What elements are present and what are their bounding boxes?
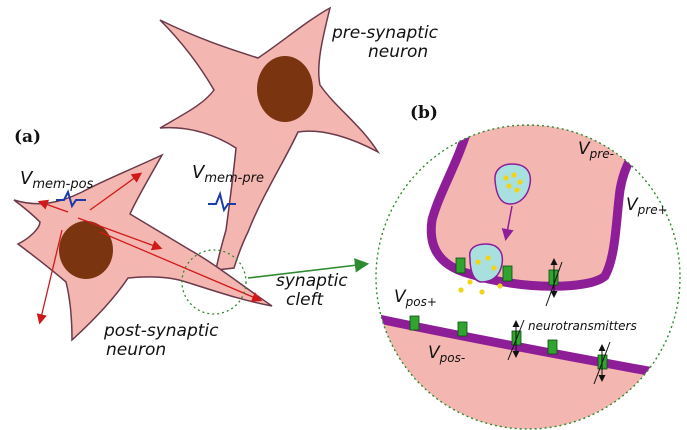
post-synaptic-channel <box>410 316 419 330</box>
pre-synaptic-channel <box>456 258 465 273</box>
post-synaptic-label: post-synaptic neuron <box>103 321 224 360</box>
pre-synaptic-cell-body <box>160 8 378 270</box>
neurotransmitters-label: neurotransmitters <box>528 319 637 333</box>
pre-synaptic-channel <box>503 266 512 281</box>
post-synaptic-nucleus <box>59 221 113 279</box>
pre-synaptic-neuron <box>160 8 378 270</box>
pre-synaptic-label: pre-synaptic neuron <box>331 23 443 62</box>
synapse-zoom-panel <box>360 120 687 430</box>
panel-b-letter: (b) <box>410 103 438 123</box>
pre-synaptic-nucleus <box>257 56 313 122</box>
panel-a-letter: (a) <box>14 127 41 147</box>
synaptic-cleft-label: synaptic cleft <box>276 271 353 310</box>
post-synaptic-channel <box>548 340 557 354</box>
vmem-pos-label: Vmem-pos <box>20 168 94 192</box>
post-synaptic-channel <box>458 322 467 336</box>
